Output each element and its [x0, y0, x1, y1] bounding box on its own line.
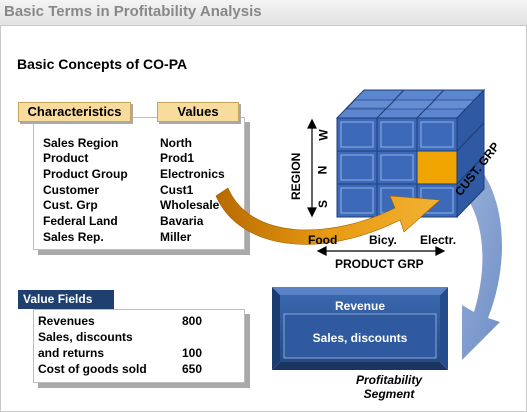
product-tick-electr: Electr.: [420, 233, 457, 247]
value-field-value: 100: [182, 346, 203, 360]
region-axis-arrow: [307, 118, 317, 218]
product-axis-label: PRODUCT GRP: [335, 257, 424, 271]
characteristic-value: Cust1: [160, 183, 194, 197]
cube: [335, 88, 486, 219]
characteristic-label: Cust. Grp: [43, 198, 98, 212]
characteristic-label: Customer: [43, 183, 100, 197]
segment-sales-label: Sales, discounts: [312, 331, 408, 345]
values-header: Values: [157, 102, 239, 122]
title-bar: [0, 0, 527, 26]
value-fields-header: Value Fields: [18, 290, 114, 309]
product-axis-arrow: [316, 246, 446, 256]
section-title: Basic Concepts of CO-PA: [17, 56, 188, 72]
value-field-label: Cost of goods sold: [38, 362, 147, 376]
characteristic-label: Sales Region: [43, 136, 119, 150]
value-field-label: Sales, discounts: [38, 330, 133, 344]
characteristic-value: Electronics: [160, 167, 225, 181]
characteristic-value: Bavaria: [160, 214, 204, 228]
value-fields-panel: [33, 309, 245, 383]
product-tick-food: Food: [308, 233, 338, 247]
characteristic-value: Miller: [160, 230, 192, 244]
value-field-label: Revenues: [38, 314, 95, 328]
region-axis-label: REGION: [289, 152, 303, 200]
region-tick-s: S: [316, 199, 331, 209]
characteristics-panel: [33, 117, 245, 250]
characteristics-header: Characteristics: [18, 102, 131, 122]
characteristic-label: Product: [43, 151, 89, 165]
segment-revenue-label: Revenue: [334, 299, 386, 313]
value-field-value: 800: [182, 314, 203, 328]
characteristic-value: Wholesale: [160, 198, 220, 212]
region-tick-w: W: [316, 129, 331, 141]
value-field-label: and returns: [38, 346, 105, 360]
region-tick-n: N: [315, 165, 330, 175]
profitability-segment-label: Profitability Segment: [355, 373, 422, 401]
segment-box: [272, 287, 448, 370]
characteristic-label: Sales Rep.: [43, 230, 104, 244]
product-tick-bicy: Bicy.: [369, 233, 397, 247]
value-field-value: 650: [182, 362, 203, 376]
slide-title: Basic Terms in Profitability Analysis: [4, 3, 262, 20]
highlight-cell: [416, 150, 458, 185]
characteristic-label: Product Group: [43, 167, 128, 181]
orange-arrow: [215, 187, 441, 245]
blue-arrow: [436, 140, 503, 360]
characteristic-label: Federal Land: [43, 214, 118, 228]
characteristic-value: North: [160, 136, 192, 150]
characteristic-value: Prod1: [160, 151, 195, 165]
